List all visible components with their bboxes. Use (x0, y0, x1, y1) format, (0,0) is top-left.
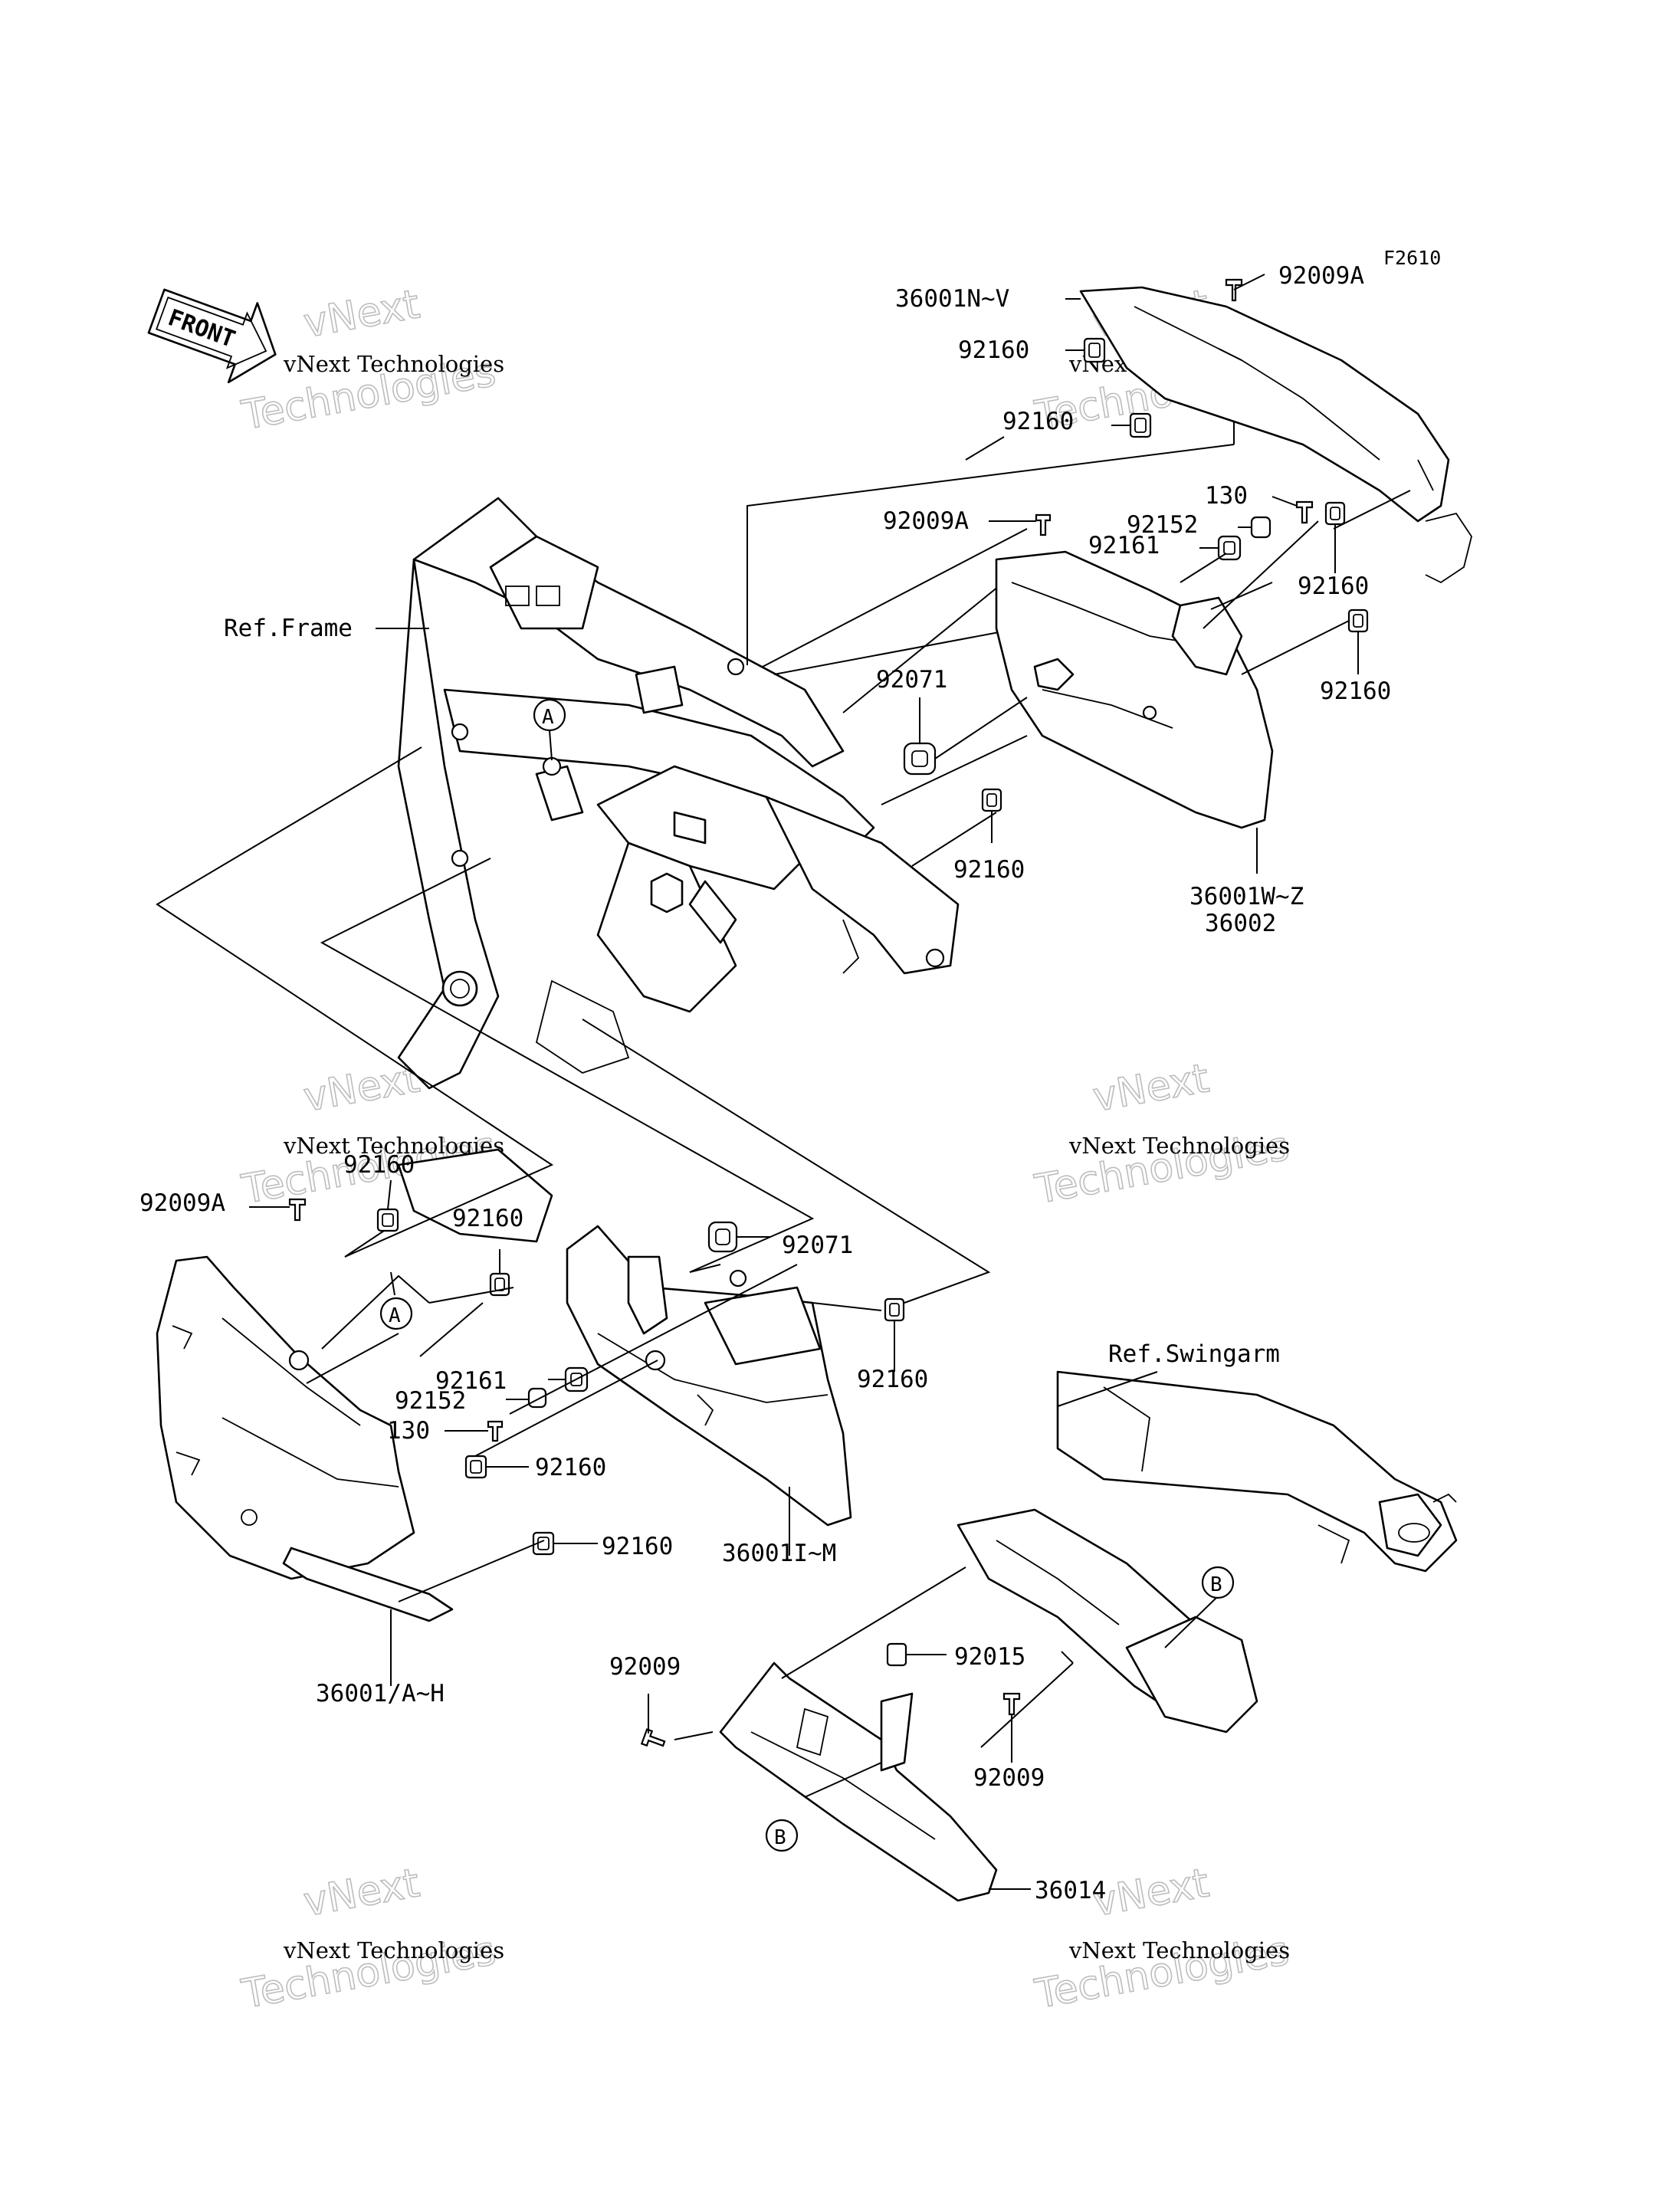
watermark-mid-right: vNext Technologies vNext Technologies (1031, 1055, 1293, 1214)
svg-text:B: B (774, 1826, 786, 1849)
screw-130-lower-icon (487, 1420, 504, 1442)
label-36001I-M: 36001I~M (722, 1540, 836, 1567)
grommet-92160-lower-r-icon (884, 1297, 905, 1322)
label-92152-lower: 92152 (395, 1387, 466, 1415)
label-36001W-Z: 36001W~Z (1189, 883, 1304, 910)
nut-92152-top-icon (1250, 516, 1271, 539)
label-36014: 36014 (1035, 1877, 1106, 1904)
callout-a-cowl: A (379, 1297, 413, 1330)
grommet-92160-top2-icon (1129, 412, 1152, 438)
label-92009-left: 92009 (609, 1653, 681, 1681)
part-36001N-V-drawing (1079, 286, 1472, 584)
watermark-top-left: vNext Technologies vNext Technologies (238, 281, 504, 440)
label-92015: 92015 (954, 1643, 1025, 1671)
bolt-92009-right-icon (1002, 1692, 1021, 1716)
nut-92152-lower-icon (527, 1387, 547, 1409)
part-36014-drawing (719, 1661, 998, 1902)
label-92009-right: 92009 (973, 1764, 1045, 1792)
label-130-top: 130 (1205, 482, 1248, 510)
frame-drawing (397, 497, 960, 1243)
label-92009A-mid: 92009A (883, 507, 969, 535)
label-36001N-V: 36001N~V (895, 285, 1009, 313)
svg-text:B: B (1210, 1573, 1222, 1596)
svg-text:vNext Technologies: vNext Technologies (1068, 1133, 1290, 1159)
ref-frame-label: Ref.Frame (224, 615, 353, 642)
svg-text:vNext Technologies: vNext Technologies (283, 351, 504, 377)
grommet-92160-lower3-icon (464, 1455, 487, 1479)
watermark-bottom-left: vNext Technologies vNext Technologies (238, 1860, 504, 2019)
callout-b-cover: B (765, 1819, 799, 1852)
ref-swingarm-label: Ref.Swingarm (1108, 1340, 1280, 1368)
label-92152-top: 92152 (1127, 511, 1198, 539)
svg-text:vNext Technologies: vNext Technologies (283, 1937, 504, 1963)
bolt-92009A-lower-icon (288, 1198, 307, 1222)
label-92160-lower3: 92160 (535, 1454, 606, 1481)
swingarm-drawing (956, 1370, 1458, 1734)
part-36001W-Z-drawing (995, 550, 1274, 829)
grommet-92160-r1-icon (1324, 501, 1346, 526)
diagram-code: F2610 (1383, 247, 1441, 269)
svg-text:vNext: vNext (300, 1860, 423, 1925)
part-36001I-M-drawing (566, 1225, 852, 1527)
part-labels: 36001N~V 92009A 92160 92160 92009A 130 9… (139, 262, 1391, 1904)
ref-swingarm: Ref.Swingarm (1108, 1340, 1280, 1368)
label-92071-top: 92071 (876, 666, 947, 694)
svg-text:vNext: vNext (1090, 1860, 1212, 1925)
callout-a-frame: A (533, 698, 566, 761)
label-92160-r2: 92160 (1320, 677, 1391, 705)
svg-text:vNext: vNext (300, 281, 423, 346)
svg-text:vNext Technologies: vNext Technologies (1068, 1937, 1290, 1963)
svg-text:A: A (542, 706, 554, 729)
label-92009A-lower: 92009A (139, 1189, 225, 1217)
label-36001-A-H: 36001/A~H (316, 1680, 445, 1707)
grommet-92071-top-icon (903, 742, 937, 776)
front-arrow-icon: FRONT (147, 288, 277, 384)
label-92160-top1: 92160 (958, 336, 1029, 364)
screw-130-top-icon (1295, 500, 1314, 524)
label-92009A-top: 92009A (1278, 262, 1364, 290)
grommet-92160-lower-top-icon (376, 1208, 399, 1232)
grommet-92071-lower-icon (707, 1221, 738, 1253)
bolt-92009A-top-icon (1225, 278, 1243, 302)
svg-text:vNext: vNext (1090, 1055, 1212, 1120)
grommet-92160-mid-icon (981, 788, 1002, 812)
bolt-92009-left-icon (640, 1728, 666, 1747)
label-92160-lower-r: 92160 (857, 1366, 928, 1393)
label-leaders (249, 274, 1411, 1890)
callout-b-swingarm: B (1201, 1566, 1235, 1599)
grommet-92160-top1-icon (1083, 337, 1106, 363)
label-92161-top: 92161 (1088, 532, 1160, 559)
label-92160-mid: 92160 (953, 856, 1025, 884)
ref-frame: Ref.Frame (224, 615, 429, 642)
label-92160-lower4: 92160 (602, 1533, 673, 1560)
label-92161-lower: 92161 (435, 1367, 507, 1395)
label-130-lower: 130 (387, 1417, 430, 1445)
label-92160-lower2: 92160 (452, 1205, 523, 1232)
nut-92161-top-icon (1217, 535, 1242, 561)
label-92071-lower: 92071 (782, 1232, 853, 1259)
label-36002: 36002 (1205, 910, 1276, 937)
part-36001-A-H-drawing (156, 1255, 454, 1622)
bolt-92009A-mid-icon (1035, 513, 1052, 536)
svg-text:vNext: vNext (300, 1055, 423, 1120)
svg-text:A: A (389, 1304, 401, 1327)
clip-92015-icon (886, 1642, 907, 1667)
label-92160-r1: 92160 (1298, 572, 1369, 600)
label-92160-top2: 92160 (1002, 408, 1074, 435)
label-92160-lower-top: 92160 (343, 1151, 415, 1179)
grommet-92160-r2-icon (1347, 608, 1369, 633)
